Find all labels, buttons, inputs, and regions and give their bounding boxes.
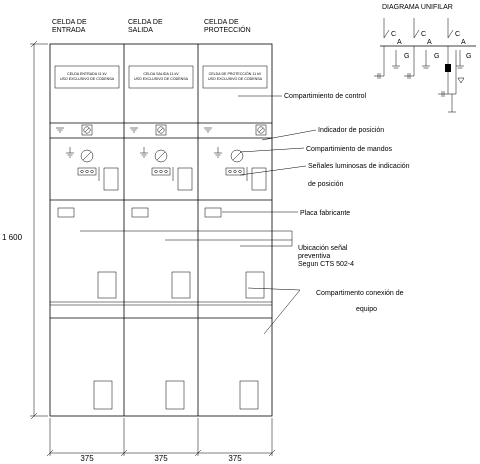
signal-lights <box>77 167 97 176</box>
callout-control: Compartimiento de control <box>284 93 367 100</box>
cell-entrada-title-2: ENTRADA <box>52 27 86 34</box>
ground-icon <box>214 147 222 158</box>
callout-lights-2: de posición <box>308 181 344 188</box>
callout-signal-1: Ubicación señal <box>298 245 348 252</box>
feeder-1-c: C <box>391 31 396 38</box>
cell-salida-title-1: CELDA DE <box>128 19 163 26</box>
cell-salida: CELDA SALIDA 11 kV USO EXCLUSIVO DE CODE… <box>128 65 194 410</box>
transformer-icon <box>457 77 465 84</box>
cell-salida-plate-line-2: USO EXCLUSIVO DE CODENSA <box>134 77 189 81</box>
position-indicator-icon <box>155 124 167 136</box>
unifilar-title: DIAGRAMA UNIFILAR <box>382 4 453 11</box>
door-handle <box>245 271 265 299</box>
cell-entrada-title-1: CELDA DE <box>52 19 87 26</box>
callout-leaders <box>80 95 317 335</box>
cell-entrada-plate-line-1: CELDA ENTRADA 11 kV <box>67 72 107 76</box>
feeder-3-a: A <box>461 39 466 46</box>
position-indicator-icon <box>81 124 93 136</box>
feeder-1-a: A <box>397 39 402 46</box>
callout-signal-3: Segun CTS 502-4 <box>298 261 354 268</box>
ground-icon <box>140 147 148 158</box>
switch-handle-icon <box>154 149 168 163</box>
position-indicator-icon <box>255 124 267 136</box>
cell-proteccion-title-1: CELDA DE <box>204 19 239 26</box>
cell-proteccion-plate-line-1: CELDA DE PROTECCIÓN 11 kV <box>209 71 262 76</box>
cabinet-outline <box>49 43 273 417</box>
switch-icon <box>447 29 454 39</box>
manufacturer-plate <box>57 207 75 218</box>
cell-salida-plate <box>128 65 194 89</box>
callout-connection-1: Compartimento conexión de <box>316 290 404 297</box>
width-dim-salida: 375 <box>154 454 168 463</box>
control-panel <box>177 167 193 191</box>
switch-handle-icon <box>230 149 244 163</box>
height-dim-label: 1 600 <box>2 233 23 242</box>
door-handle <box>239 380 259 410</box>
callout-plate: Placa fabricante <box>300 210 350 217</box>
signal-lights <box>225 167 245 176</box>
cell-salida-title-2: SALIDA <box>128 27 153 34</box>
door-handle <box>97 271 117 299</box>
cell-titles: CELDA DE ENTRADA CELDA DE SALIDA CELDA D… <box>52 19 251 34</box>
callout-controls: Compartimiento de mandos <box>306 146 392 153</box>
cell-proteccion-plate-line-2: USO EXCLUSIVO DE CODENSA <box>208 77 263 81</box>
ground-icon <box>204 127 212 133</box>
cell-proteccion-plate <box>202 65 268 89</box>
height-dimension: 1 600 <box>2 40 48 420</box>
switch-icon <box>383 29 390 39</box>
cell-entrada-plate-line-2: USO EXCLUSIVO DE CODENSA <box>60 77 115 81</box>
ground-icon <box>56 127 64 133</box>
feeder-2-g: G <box>434 53 439 60</box>
manufacturer-plate <box>131 207 149 218</box>
callouts: Compartimiento de control Indicador de p… <box>284 93 410 313</box>
callout-signal-2: preventiva <box>298 253 330 260</box>
cabinet <box>49 43 273 417</box>
width-dim-proteccion: 375 <box>228 454 242 463</box>
manufacturer-plate <box>204 207 222 218</box>
door-handle <box>171 271 191 299</box>
cell-proteccion-title-2: PROTECCIÓN <box>204 25 251 34</box>
cell-entrada-plate <box>54 65 120 89</box>
ground-icon <box>66 147 74 158</box>
ground-icon <box>130 127 138 133</box>
cell-entrada: CELDA ENTRADA 11 kV USO EXCLUSIVO DE COD… <box>54 65 120 410</box>
feeder-2-a: A <box>427 39 432 46</box>
switch-handle-icon <box>80 149 94 163</box>
width-dim-entrada: 375 <box>80 454 94 463</box>
door-handle <box>165 380 185 410</box>
callout-lights-1: Señales luminosas de indicación <box>308 163 410 170</box>
callout-connection-2: equipo <box>356 306 377 313</box>
cell-proteccion: CELDA DE PROTECCIÓN 11 kV USO EXCLUSIVO … <box>202 65 268 410</box>
single-line-diagram: DIAGRAMA UNIFILAR C A G C A G C A <box>374 4 476 113</box>
feeder-2-c: C <box>421 31 426 38</box>
feeder-3-g: G <box>466 53 471 60</box>
door-handle <box>93 380 113 410</box>
cell-salida-plate-line-1: CELDA SALIDA 11 kV <box>143 72 179 76</box>
callout-position-indicator: Indicador de posición <box>318 127 384 134</box>
feeder-1-g: G <box>404 53 409 60</box>
control-panel <box>251 167 267 191</box>
feeder-3-c: C <box>455 31 460 38</box>
signal-lights <box>151 167 171 176</box>
switch-icon <box>413 29 420 39</box>
width-dimensions: 375 375 375 <box>46 418 276 463</box>
fuse-icon <box>445 64 451 72</box>
control-panel <box>103 167 119 191</box>
